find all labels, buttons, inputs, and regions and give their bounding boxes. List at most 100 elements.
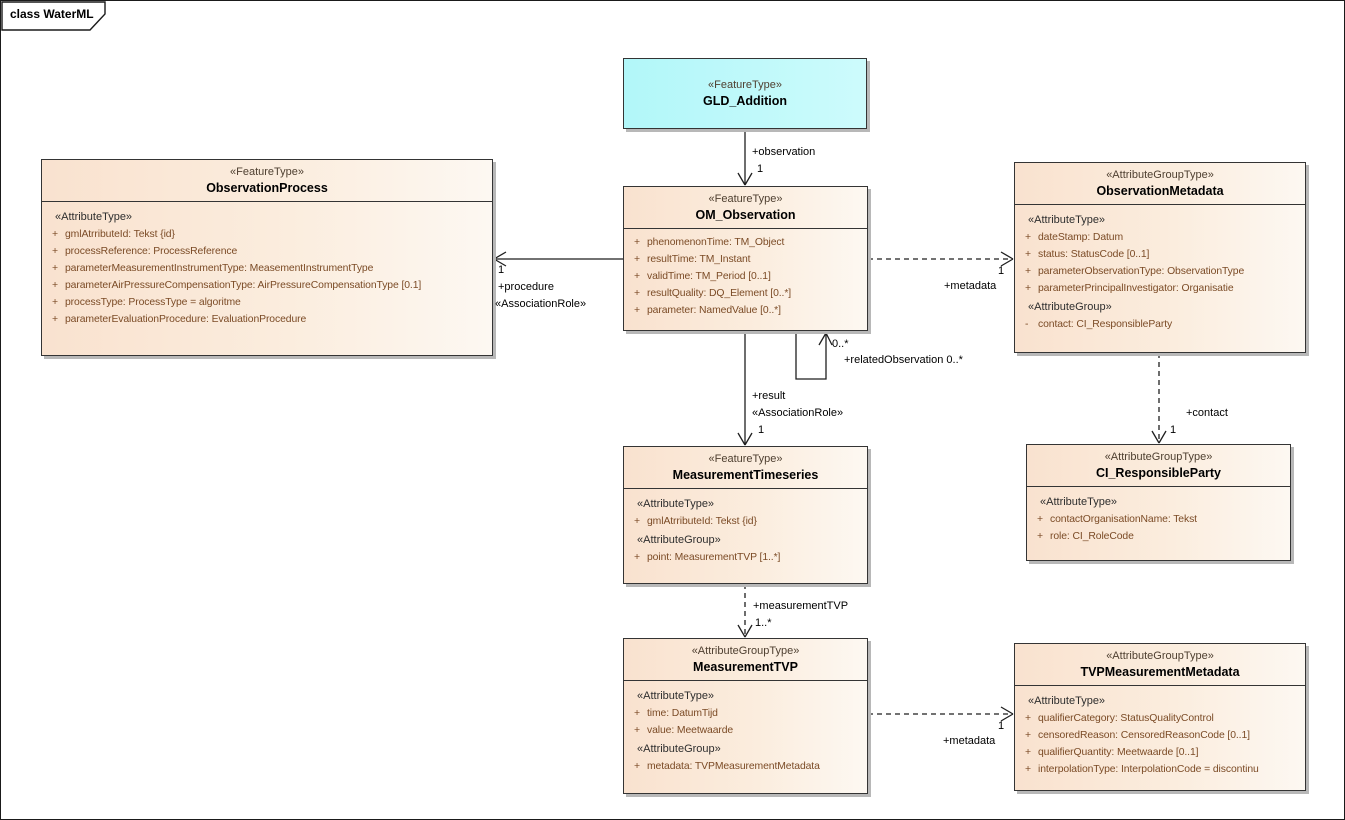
visibility: + (52, 280, 58, 291)
section-header: «AttributeType» (1028, 695, 1106, 707)
multiplicity-contact: 1 (1170, 424, 1177, 436)
attribute-text: censoredReason: CensoredReasonCode [0..1… (1038, 730, 1250, 741)
attribute-row: +dateStamp: Datum (1018, 229, 1302, 246)
attribute-row: +interpolationType: InterpolationCode = … (1018, 761, 1302, 778)
class-name: GLD_Addition (702, 94, 787, 108)
class-observation-metadata[interactable]: «AttributeGroupType» ObservationMetadata… (1014, 162, 1306, 353)
connector-observation[interactable] (737, 129, 753, 186)
connector-metadata-tvp[interactable] (868, 706, 1014, 722)
section-header: «AttributeType» (1028, 214, 1106, 226)
visibility: + (1025, 232, 1031, 243)
attribute-row: + gmlAtrributeId: Tekst {id} (627, 513, 864, 530)
role-label-contact: +contact (1186, 407, 1228, 419)
connector-measurement-tvp[interactable] (737, 584, 753, 638)
visibility: + (1025, 713, 1031, 724)
visibility: + (634, 725, 640, 736)
connector-related-observation[interactable] (795, 332, 833, 380)
visibility: + (52, 263, 58, 274)
class-gld-addition[interactable]: «FeatureType» GLD_Addition (623, 58, 867, 129)
attribute-text: point: MeasurementTVP [1..*] (647, 552, 781, 563)
class-header: «FeatureType» GLD_Addition (624, 73, 866, 114)
attribute-text: parameterAirPressureCompensationType: Ai… (65, 280, 422, 291)
attribute-row: + parameterPrincipalInvestigator: Organis… (1018, 280, 1302, 297)
connector-contact[interactable] (1151, 353, 1167, 444)
attribute-text: validTime: TM_Period [0..1] (647, 271, 771, 282)
attribute-row: +validTime: TM_Period [0..1] (627, 268, 864, 285)
visibility: + (634, 288, 640, 299)
class-attributes: «AttributeType» +qualifierCategory: Stat… (1015, 686, 1305, 781)
role-label-metadata-tvp: +metadata (943, 735, 996, 747)
connector-metadata-observation[interactable] (868, 251, 1014, 267)
attribute-row: +phenomenonTime: TM_Object (627, 234, 864, 251)
class-ci-responsible-party[interactable]: «AttributeGroupType» CI_ResponsibleParty… (1026, 444, 1291, 561)
attribute-row: + point: MeasurementTVP [1..*] (627, 549, 864, 566)
visibility: + (634, 305, 640, 316)
attribute-text: parameterPrincipalInvestigator: Organisa… (1038, 283, 1234, 294)
connector-procedure[interactable] (493, 251, 623, 267)
section-header: «AttributeGroup» (1028, 301, 1112, 313)
multiplicity-measurement-tvp: 1..* (755, 617, 772, 629)
class-name: OM_Observation (695, 208, 796, 222)
visibility: + (52, 229, 58, 240)
diagram-title: class WaterML (10, 7, 94, 21)
class-stereotype: «AttributeGroupType» (691, 645, 800, 657)
attribute-row: -contact: CI_ResponsibleParty (1018, 316, 1302, 333)
attribute-text: value: Meetwaarde (647, 725, 734, 736)
multiplicity-metadata-tvp: 1 (998, 720, 1005, 732)
attribute-text: gmlAtrributeId: Tekst {id} (65, 229, 175, 240)
section-header: «AttributeType» (1040, 496, 1118, 508)
visibility: + (1037, 514, 1043, 525)
attribute-text: metadata: TVPMeasurementMetadata (647, 761, 820, 772)
class-attributes: «AttributeType» +dateStamp: Datum + statu… (1015, 205, 1305, 336)
class-attributes: «AttributeType» + gmlAtrributeId: Tekst {… (42, 202, 492, 331)
visibility: + (1025, 283, 1031, 294)
class-header: «AttributeGroupType» MeasurementTVP (624, 639, 867, 681)
class-observation-process[interactable]: «FeatureType» ObservationProcess «Attrib… (41, 159, 493, 356)
stereotype-label-procedure: «AssociationRole» (495, 298, 587, 310)
class-measurement-tvp[interactable]: «AttributeGroupType» MeasurementTVP «Att… (623, 638, 868, 794)
attribute-row: + value: Meetwaarde (627, 722, 864, 739)
attribute-row: + parameterAirPressureCompensationType: A… (45, 277, 489, 294)
class-attributes: «AttributeType» +gmlAtrributeId: Tekst {… (624, 489, 867, 569)
class-name: ObservationMetadata (1096, 184, 1224, 198)
connector-result[interactable] (737, 331, 753, 446)
class-name: CI_ResponsibleParty (1095, 466, 1222, 480)
visibility: + (52, 314, 58, 325)
role-label-measurement-tvp: +measurementTVP (753, 600, 849, 612)
attribute-row: + parameter: NamedValue [0..*] (627, 302, 864, 319)
class-name: MeasurementTVP (693, 660, 798, 674)
section-header: «AttributeGroup» (637, 534, 721, 546)
class-header: «AttributeGroupType» TVPMeasurementMetad… (1015, 644, 1305, 686)
class-header: «FeatureType» ObservationProcess (42, 160, 492, 202)
attribute-text: role: CI_RoleCode (1050, 531, 1134, 542)
visibility: + (634, 552, 640, 563)
attribute-text: phenomenonTime: TM_Object (647, 237, 785, 248)
class-om-observation[interactable]: «FeatureType» OM_Observation +phenomenon… (623, 186, 868, 331)
attribute-text: parameterEvaluationProcedure: Evaluation… (65, 314, 307, 325)
class-header: «AttributeGroupType» ObservationMetadata (1015, 163, 1305, 205)
attribute-row: +contactOrganisationName: Tekst (1030, 511, 1287, 528)
class-stereotype: «AttributeGroupType» (1106, 169, 1214, 181)
attribute-text: gmlAtrributeId: Tekst {id} (647, 516, 757, 527)
attribute-row: +metadata: TVPMeasurementMetadata (627, 758, 864, 775)
attribute-text: parameter: NamedValue [0..*] (647, 305, 781, 316)
role-label-metadata-observation: +metadata (944, 280, 997, 292)
class-stereotype: «FeatureType» (708, 453, 783, 465)
class-attributes: «AttributeType» +contactOrganisationName… (1027, 487, 1290, 548)
visibility: + (634, 516, 640, 527)
section-header: «AttributeType» (55, 211, 133, 223)
class-tvp-measurement-metadata[interactable]: «AttributeGroupType» TVPMeasurementMetad… (1014, 643, 1306, 791)
visibility: + (1025, 266, 1031, 277)
role-label-related-observation: +relatedObservation 0..* (844, 354, 963, 366)
role-label-result: +result (752, 390, 786, 402)
class-stereotype: «AttributeGroupType» (1106, 650, 1214, 662)
attribute-text: status: StatusCode [0..1] (1038, 249, 1150, 260)
class-attributes: +phenomenonTime: TM_Object +resultTime: … (624, 229, 867, 322)
class-header: «AttributeGroupType» CI_ResponsibleParty (1027, 445, 1290, 487)
class-measurement-timeseries[interactable]: «FeatureType» MeasurementTimeseries «Att… (623, 446, 868, 584)
attribute-text: contact: CI_ResponsibleParty (1038, 319, 1173, 330)
class-name: ObservationProcess (206, 181, 328, 195)
attribute-row: +parameterMeasurementInstrumentType: Mea… (45, 260, 489, 277)
visibility: + (52, 297, 58, 308)
class-stereotype: «FeatureType» (230, 166, 304, 178)
